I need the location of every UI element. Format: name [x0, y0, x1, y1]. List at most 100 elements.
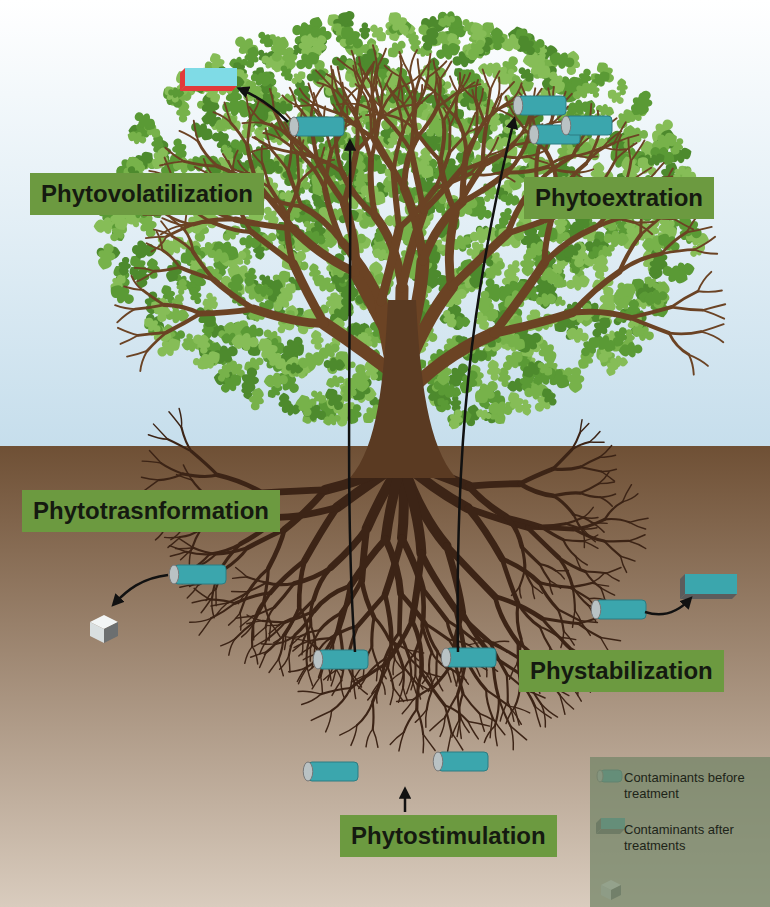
leaf	[297, 348, 328, 373]
root	[242, 623, 254, 637]
branch	[225, 102, 231, 122]
root	[354, 681, 356, 698]
leaf	[277, 392, 292, 413]
root	[399, 593, 400, 632]
root	[411, 679, 416, 693]
leaf	[547, 49, 576, 72]
root	[221, 638, 236, 645]
branch	[331, 66, 332, 87]
root	[629, 518, 648, 522]
root	[580, 484, 599, 493]
leaf	[323, 357, 346, 373]
leaf	[603, 230, 629, 248]
leaf	[267, 34, 293, 65]
root	[299, 560, 305, 607]
root	[425, 624, 437, 652]
root	[607, 573, 620, 581]
root	[558, 609, 564, 631]
branch	[154, 267, 180, 271]
root	[584, 517, 598, 519]
branch	[160, 161, 184, 165]
root	[532, 586, 534, 599]
branch	[162, 218, 182, 225]
root	[486, 690, 492, 717]
branch	[238, 161, 249, 174]
branch	[184, 213, 186, 230]
leaf	[591, 253, 610, 280]
branch	[138, 332, 167, 335]
root	[367, 659, 384, 674]
root	[559, 637, 570, 649]
root	[357, 702, 373, 726]
root	[605, 502, 623, 520]
root	[629, 522, 645, 529]
root	[372, 680, 381, 693]
branch	[290, 88, 297, 105]
root	[280, 656, 289, 670]
root	[584, 507, 594, 517]
leaf	[252, 281, 275, 299]
leaf	[434, 39, 463, 63]
leaf	[321, 385, 347, 414]
root	[284, 490, 325, 529]
root	[527, 527, 573, 529]
root	[216, 548, 247, 554]
root	[206, 589, 216, 601]
branch	[628, 138, 631, 161]
root	[168, 537, 180, 547]
root	[181, 549, 192, 560]
root	[605, 519, 630, 522]
root	[417, 673, 422, 709]
branch	[631, 140, 645, 161]
root	[421, 553, 455, 610]
branch	[300, 89, 316, 105]
branch	[316, 70, 332, 87]
root	[520, 469, 553, 484]
root	[181, 428, 191, 452]
root	[240, 613, 241, 630]
leaf	[131, 108, 159, 135]
root	[401, 593, 426, 623]
root	[404, 709, 417, 732]
root	[560, 695, 565, 715]
root	[381, 680, 385, 694]
leaf	[295, 393, 315, 419]
leaf	[231, 333, 259, 352]
branch	[630, 307, 671, 317]
root	[517, 603, 521, 639]
branch	[137, 271, 154, 281]
root	[448, 732, 452, 751]
branch	[167, 314, 201, 333]
root	[599, 482, 615, 484]
branch	[586, 143, 614, 164]
branch	[545, 228, 595, 263]
root	[566, 517, 584, 523]
root	[494, 641, 509, 642]
root	[451, 732, 462, 750]
root	[399, 632, 409, 658]
root	[469, 486, 507, 517]
root	[539, 583, 558, 610]
branch	[614, 135, 639, 143]
branch	[498, 78, 500, 99]
branch	[341, 86, 354, 110]
root	[518, 603, 540, 627]
leaf	[470, 376, 503, 408]
root	[270, 560, 304, 593]
leaf	[646, 150, 667, 169]
branches	[115, 45, 725, 400]
root	[161, 463, 183, 474]
branch	[573, 312, 630, 318]
branch	[161, 225, 182, 234]
root	[301, 630, 320, 636]
root	[540, 564, 550, 581]
leaf	[194, 347, 224, 374]
root	[386, 539, 401, 593]
root	[593, 523, 605, 532]
leaf	[242, 45, 262, 70]
root	[468, 508, 502, 559]
leaf	[274, 279, 300, 305]
root	[463, 694, 480, 714]
branch	[379, 92, 383, 120]
branch	[182, 222, 213, 225]
